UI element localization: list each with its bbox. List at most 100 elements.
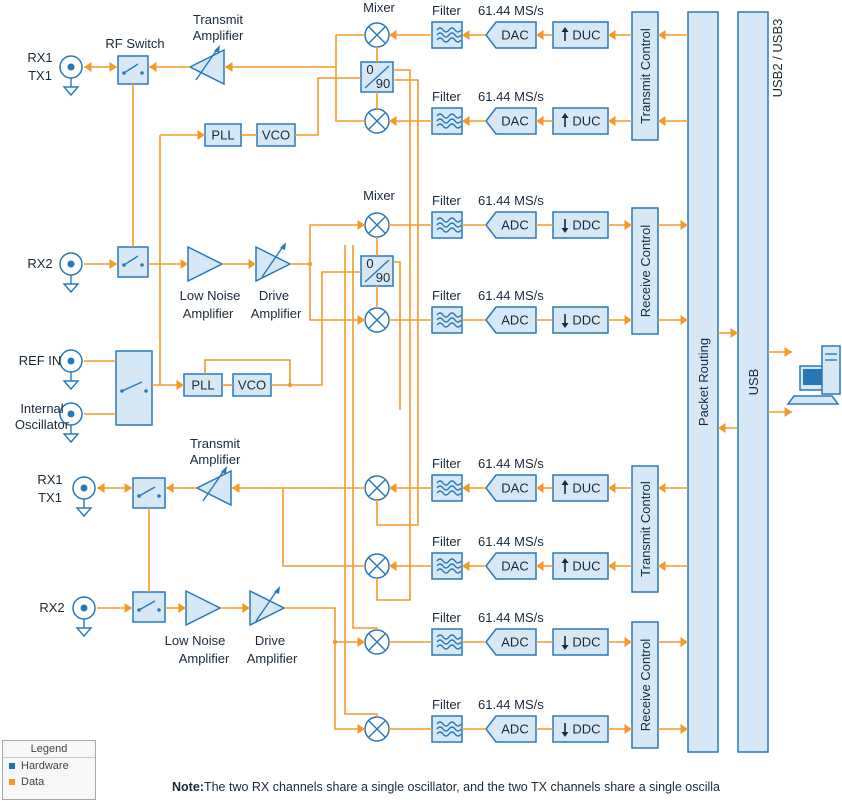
- arrow-usb-pc-2: [784, 407, 792, 417]
- port-ref-in-ground-icon: [62, 380, 80, 391]
- rx-row-1-ddc-arrowhead-icon: [561, 228, 569, 233]
- tx-row-3-arrow-duc: [608, 483, 616, 493]
- rx-row-2-arrow-bus: [680, 315, 688, 325]
- tx-row-4-arrow-ctrl: [658, 561, 666, 571]
- port-internal-osc-center: [67, 410, 75, 418]
- drive-amp-a-label-2: Amplifier: [251, 306, 302, 321]
- rx-row-2-filter-wave-icon: [436, 322, 462, 328]
- rx-row-1-rate-label: 61.44 MS/s: [478, 193, 544, 208]
- phase-shifter-1-diag-icon: [364, 65, 390, 89]
- pll-top-label: PLL: [211, 128, 234, 143]
- rx-row-3-filter-label: Filter: [432, 610, 462, 625]
- tx-row-2-mixer-cross2-icon: [368, 112, 386, 130]
- rx-row-3-ddc-arrowhead-icon: [561, 645, 569, 650]
- mixer-label-2: Mixer: [363, 188, 395, 203]
- receive-control-1: [631, 207, 659, 335]
- rx-row-4-arrow-bus: [680, 724, 688, 734]
- wire-mixer4-join: [282, 488, 365, 567]
- tx-row-4-filter-label: Filter: [432, 534, 462, 549]
- port-rx2-a-label: RX2: [27, 256, 52, 271]
- rx-row-3-filter-wave-icon: [436, 639, 462, 645]
- wire-lo-rx-lower-2: [352, 245, 378, 630]
- tx-row-3-filter-wave-icon: [436, 485, 462, 491]
- drive-amp-b: [249, 589, 286, 627]
- wire-lo-rx-lower-1: [344, 245, 378, 717]
- tx-row-3-arrow-mixer: [389, 483, 397, 493]
- tx-row-4-filter: [431, 552, 463, 580]
- computer-tower-icon: [821, 345, 841, 395]
- tx-row-2-duc-arrowhead-icon: [561, 113, 569, 118]
- phase-shifter-1-phase90: 90: [376, 76, 390, 91]
- tx-row-1-duc-label: DUC: [572, 28, 600, 43]
- transmit-amplifier-a-label-2: Amplifier: [193, 28, 244, 43]
- wire-drive-mixer1-b: [284, 607, 365, 643]
- tx-row-1-duc: [552, 21, 609, 49]
- rx-row-2-filter: [431, 306, 463, 334]
- arrow-switch-rx2-a: [109, 259, 117, 269]
- wire-vco-loop-mid: [204, 359, 291, 385]
- transmit-amplifier-a-label-1: Transmit: [193, 12, 243, 27]
- tx-row-2-filter-wave-icon: [436, 123, 462, 129]
- transmit-amplifier-b-label-1: Transmit: [190, 436, 240, 451]
- tx-row-1-mixer-cross2-icon: [368, 26, 386, 44]
- port-rx2-b-center: [80, 604, 88, 612]
- tx-row-4-filter-wave-icon: [436, 568, 462, 574]
- rx-row-4-filter-wave-icon: [436, 731, 462, 737]
- tx-row-1-arrow-ctrl: [658, 30, 666, 40]
- tx-row-4-filter-wave-icon: [436, 558, 462, 564]
- rf-switch-b: [132, 477, 166, 509]
- tx-row-3-filter: [431, 474, 463, 502]
- vco-top-label: VCO: [262, 128, 290, 143]
- rx-row-2-adc-label: ADC: [501, 313, 528, 328]
- lna-b: [185, 589, 222, 627]
- rx-row-2-mixer-cross2-icon: [368, 311, 386, 329]
- tx-row-2-filter-wave-icon: [436, 113, 462, 119]
- tx-row-3-rate-label: 61.44 MS/s: [478, 456, 544, 471]
- wire-mixer2-join: [335, 67, 365, 122]
- tx-row-4-arrow-filter: [462, 561, 470, 571]
- usb-versions-label: USB2 / USB3: [770, 19, 785, 98]
- arrow-lna-b: [178, 603, 186, 613]
- rf-switch-rx2-b: [132, 591, 166, 623]
- tx-row-4-duc-arrowhead-icon: [561, 558, 569, 563]
- port-rx1-tx1-b-ground-icon: [75, 507, 93, 518]
- arrow-pll-mid: [176, 380, 184, 390]
- tx-row-2-dac-label: DAC: [501, 114, 528, 129]
- rf-switch-rx2-b-contact-icon: [157, 608, 161, 612]
- arrow-usb-routing-2: [718, 423, 726, 433]
- lna-b-label-1: Low Noise: [165, 633, 226, 648]
- wire-vco-phase-mid: [290, 271, 361, 386]
- rx-row-4-filter: [431, 715, 463, 743]
- port-rx2-a-ground-icon: [62, 283, 80, 294]
- transmit-amplifier-b-adjust-head-icon: [221, 466, 227, 474]
- transmit-control-2-label: Transmit Control: [638, 481, 653, 577]
- wire-vco-phase-top: [295, 77, 361, 136]
- rx-row-2-filter-wave-icon: [436, 317, 462, 323]
- arrow-port-b: [97, 483, 105, 493]
- tx-row-4-duc-label: DUC: [572, 559, 600, 574]
- port-rx1-tx1-b-label-tx: TX1: [38, 490, 62, 505]
- transmit-amplifier-a-adjust-head-icon: [214, 45, 220, 53]
- tx-row-4-arrow-duc: [608, 561, 616, 571]
- tx-row-1-filter: [431, 21, 463, 49]
- computer-screen-icon: [803, 369, 823, 385]
- arrow-switch-rx2-b: [124, 603, 132, 613]
- computer-keyboard-icon: [786, 395, 840, 405]
- drive-amp-a-label-1: Drive: [259, 288, 289, 303]
- pll-mid-label: PLL: [191, 378, 214, 393]
- arrow-mixer-tamp-b: [232, 483, 240, 493]
- wire-drive-mixer1-a: [290, 224, 365, 265]
- tx-row-3-duc-arrowhead-icon: [561, 480, 569, 485]
- transmit-amplifier-b-label-2: Amplifier: [190, 452, 241, 467]
- tx-row-3-arrow-filter: [462, 483, 470, 493]
- rx-row-4-ddc-label: DDC: [572, 722, 600, 737]
- note-text: The two RX channels share a single oscil…: [203, 780, 720, 794]
- wire-drive-mixer2-a: [309, 264, 365, 321]
- rx-row-1-filter-wave-icon: [436, 222, 462, 228]
- rx-row-3-mixer-cross2-icon: [368, 633, 386, 651]
- rx-row-2-rate-label: 61.44 MS/s: [478, 288, 544, 303]
- rx-row-1-ddc-label: DDC: [572, 218, 600, 233]
- transmit-control-1: [631, 11, 659, 141]
- lna-a-label-2: Amplifier: [183, 306, 234, 321]
- tx-row-4-arrow-mixer: [389, 561, 397, 571]
